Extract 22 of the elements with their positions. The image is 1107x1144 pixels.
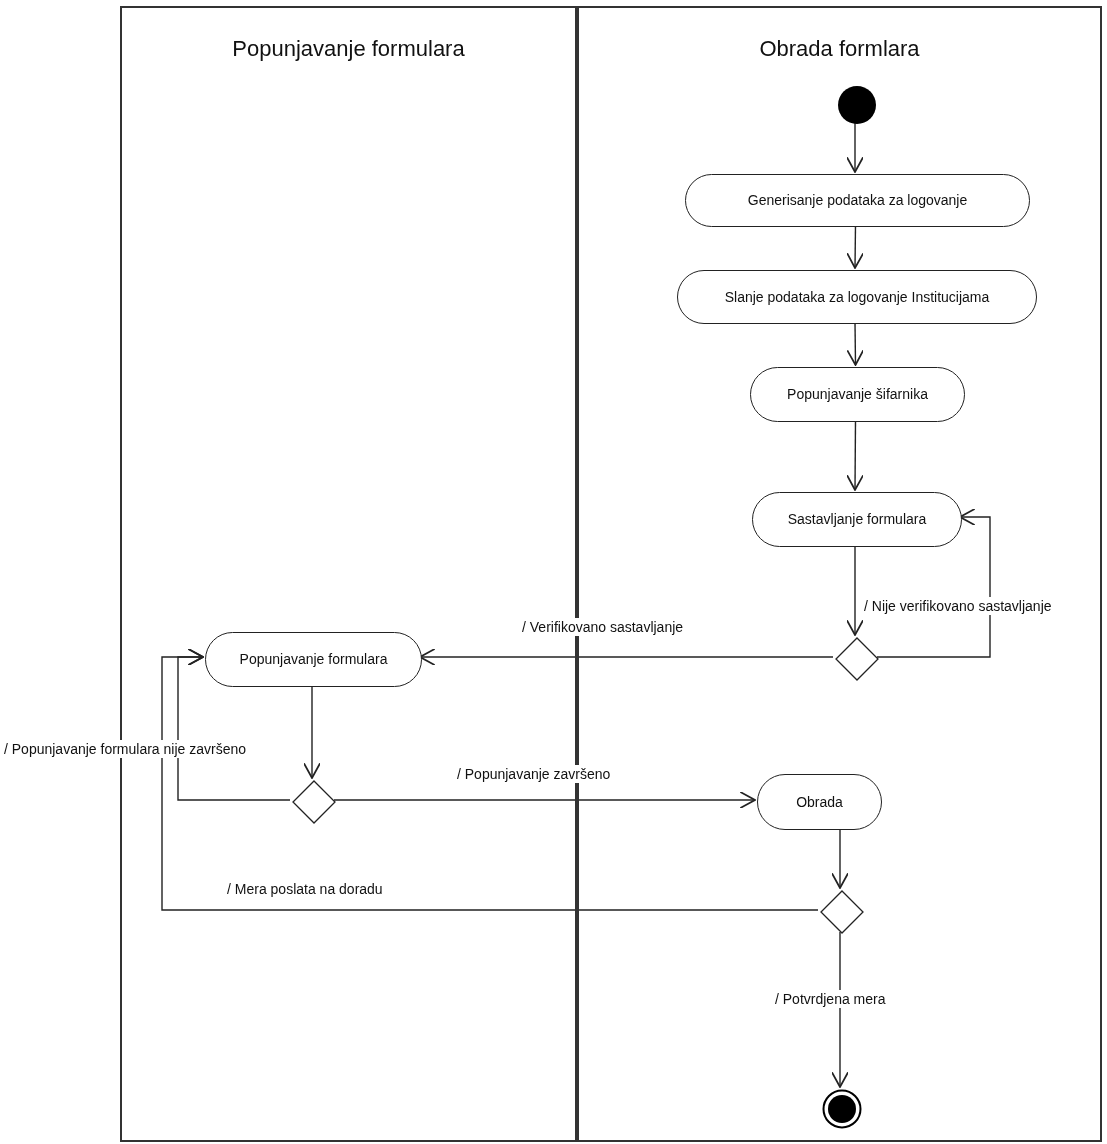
activity-label: Obrada [796, 792, 843, 812]
activity-label: Slanje podataka za logovanje Institucijama [724, 287, 990, 307]
activity-box [757, 774, 882, 830]
lane-heading: Obrada formlara [758, 35, 921, 63]
edge-label: / Verifikovano sastavljanje [520, 618, 686, 636]
activity-box [685, 174, 1030, 227]
edge-label: / Potvrdjena mera [773, 990, 888, 1008]
edge-label: / Popunjavanje završeno [455, 765, 613, 783]
activity-label: Popunjavanje šifarnika [787, 385, 928, 404]
arrow [333, 791, 756, 809]
activity-label: Sastavljanje formulara [787, 510, 927, 529]
edge-label: / Mera poslata na doradu [225, 880, 385, 898]
arrow [831, 931, 849, 1088]
activity-box [677, 270, 1037, 324]
arrow [876, 508, 991, 658]
lane-heading: Popunjavanje formulara [231, 35, 466, 63]
arrow [161, 648, 819, 911]
edge-label: / Nije verifikovano sastavljanje [862, 597, 1054, 615]
activity-label: Popunjavanje formulara [239, 650, 388, 669]
edge-label: / Popunjavanje formulara nije završeno [2, 740, 249, 758]
arrow [846, 122, 864, 173]
activity-label: Generisanje podataka za logovanje [747, 191, 968, 210]
